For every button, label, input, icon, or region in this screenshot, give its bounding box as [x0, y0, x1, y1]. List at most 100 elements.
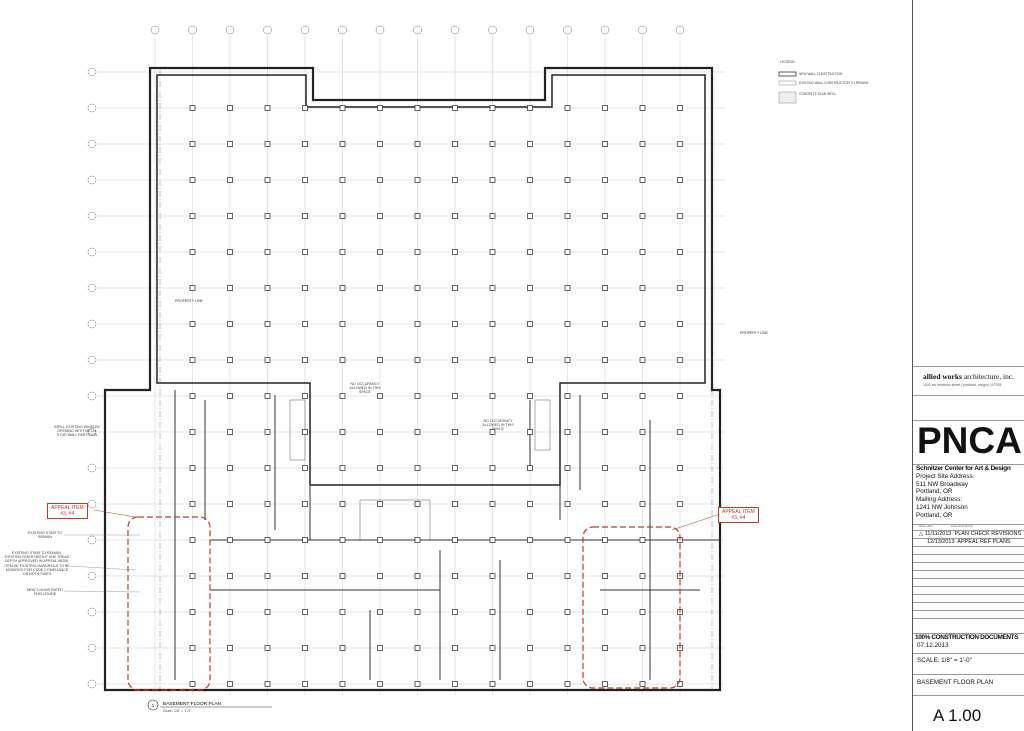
structural-column [189, 429, 196, 435]
structural-column [602, 465, 608, 471]
structural-column [527, 213, 533, 219]
grid-bubble [263, 25, 272, 35]
structural-column [189, 321, 196, 327]
floor-plan-drawing: PROPERTY LINE PROPERTY LINE 1 BASEMENT F… [63, 25, 869, 713]
structural-column [564, 321, 571, 327]
structural-column [489, 141, 496, 147]
structural-column [452, 321, 458, 327]
structural-column [264, 285, 271, 291]
structural-column [564, 573, 571, 579]
structural-column [339, 249, 346, 255]
structural-column [414, 501, 421, 507]
structural-column [414, 285, 421, 291]
structural-column [189, 501, 196, 507]
structural-column [414, 249, 421, 255]
exterior-wall [103, 66, 722, 692]
structural-column [639, 681, 646, 687]
structural-column [527, 573, 533, 579]
structural-column [527, 393, 533, 399]
grid-bubble [375, 25, 385, 35]
structural-column [602, 501, 608, 507]
structural-column [264, 177, 271, 183]
structural-column [302, 321, 308, 327]
structural-column [227, 573, 233, 579]
structural-column [414, 609, 421, 615]
structural-column [564, 285, 571, 291]
structural-column [339, 177, 346, 183]
structural-column [264, 501, 271, 507]
structural-column [602, 357, 608, 363]
structural-column [639, 429, 646, 435]
structural-column [377, 141, 383, 147]
structural-column [677, 105, 683, 111]
structural-column [452, 357, 458, 363]
structural-column [489, 573, 496, 579]
structural-column [377, 249, 383, 255]
structural-column [639, 249, 646, 255]
structural-column [677, 177, 683, 183]
grid-bubble [87, 175, 97, 185]
structural-column [527, 537, 533, 543]
structural-column [377, 321, 383, 327]
structural-column [227, 537, 233, 543]
grid-bubble [87, 247, 97, 257]
structural-column [302, 141, 308, 147]
structural-column [452, 177, 458, 183]
structural-column [489, 393, 496, 399]
svg-text:EXISTING WALL CONSTRUCTION TO: EXISTING WALL CONSTRUCTION TO REMAIN [799, 81, 869, 85]
structural-column [489, 249, 496, 255]
structural-column [489, 537, 496, 543]
structural-column [302, 393, 308, 399]
structural-column [189, 645, 196, 651]
structural-column [527, 249, 533, 255]
structural-column [264, 249, 271, 255]
structural-column [302, 105, 308, 111]
structural-column [339, 141, 346, 147]
grid-bubble [87, 679, 97, 689]
structural-column [227, 141, 233, 147]
grid-bubble [413, 25, 422, 35]
structural-column [564, 465, 571, 471]
note-stair-compliance: EXISTING STAIR TO REMAIN. EXISTING RISER… [4, 551, 70, 577]
grid-bubble [150, 25, 160, 35]
grid-bubble [87, 391, 97, 401]
structural-column [339, 285, 346, 291]
structural-column [489, 357, 496, 363]
structural-column [452, 645, 458, 651]
property-line-right-label: PROPERTY LINE [740, 331, 769, 335]
structural-column [452, 681, 458, 687]
structural-column [602, 537, 608, 543]
project-info: Schnitzer Center for Art & Design Projec… [916, 465, 1011, 519]
structural-column [564, 141, 571, 147]
structural-column [527, 465, 533, 471]
structural-column [527, 285, 533, 291]
structural-column [264, 645, 271, 651]
structural-column [302, 429, 308, 435]
sheet-scale: SCALE: 1/8" = 1'-0" [917, 657, 972, 664]
structural-column [452, 537, 458, 543]
structural-column [602, 393, 608, 399]
structural-column [227, 357, 233, 363]
structural-column [339, 573, 346, 579]
structural-column [189, 681, 196, 687]
structural-column [264, 321, 271, 327]
structural-column [452, 609, 458, 615]
structural-column [339, 321, 346, 327]
sheet-title: BASEMENT FLOOR PLAN [917, 679, 994, 686]
structural-column [227, 501, 233, 507]
structural-column [489, 177, 496, 183]
note-no-occupancy: NO OCCUPANCY ALLOWED IN THIS SPACE [482, 419, 514, 432]
grid-bubble [87, 139, 97, 149]
structural-column [677, 501, 683, 507]
structural-column [339, 501, 346, 507]
appeal-item-right-label: APPEAL ITEM#3, #4 [718, 507, 759, 523]
structural-column [264, 465, 271, 471]
structural-column [602, 141, 608, 147]
structural-column [227, 681, 233, 687]
structural-column [339, 429, 346, 435]
structural-column [414, 573, 421, 579]
structural-column [377, 393, 383, 399]
structural-column [227, 213, 233, 219]
appeal-item-left-label: APPEAL ITEM#3, #4 [47, 503, 88, 519]
structural-column [377, 213, 383, 219]
